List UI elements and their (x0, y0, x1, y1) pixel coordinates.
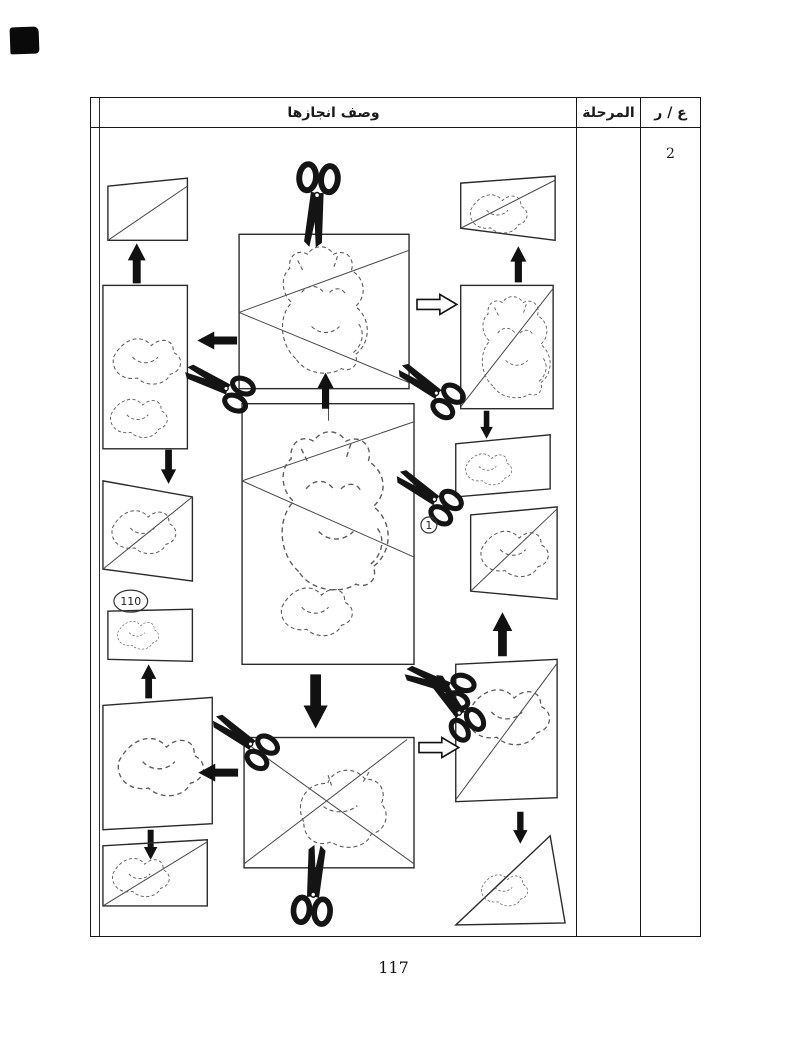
badge-110-label: 110 (120, 595, 141, 608)
animal-sketch (281, 431, 389, 591)
arrow-right-outline-icon (418, 736, 460, 759)
column-stage: المرحلة (577, 98, 641, 936)
table-inner-rule (99, 98, 101, 936)
bird-sketch (299, 769, 387, 848)
page-number: 117 (378, 958, 409, 977)
panel-center-middle (241, 402, 415, 666)
arrow-left-icon (198, 763, 239, 782)
sketch-detail (110, 398, 168, 438)
sketch-detail (480, 530, 549, 578)
panel-center-top (238, 233, 410, 390)
step-left-2 (102, 284, 189, 450)
sketch-detail (280, 587, 353, 637)
column-number: ع / ر 2 (641, 98, 700, 936)
arrow-down-icon (513, 811, 528, 844)
step-left-5 (102, 696, 213, 831)
header-number: ع / ر (641, 98, 700, 128)
arrow-up-icon (510, 246, 527, 283)
step-left-1 (107, 177, 189, 241)
badge-1-label: 1 (425, 519, 432, 532)
step-badge-1: 1 (420, 516, 438, 534)
step-right-5 (455, 658, 558, 803)
arrow-up-icon (127, 243, 146, 284)
scan-artifact-mark (9, 26, 40, 55)
sketch-detail (112, 338, 182, 385)
step-right-3 (455, 433, 551, 498)
arrow-down-icon (303, 674, 328, 729)
header-stage: المرحلة (577, 98, 640, 128)
sketch-detail (469, 194, 528, 234)
step-right-1 (460, 175, 556, 242)
sketch-detail (112, 858, 170, 898)
cutting-steps-diagram: 110 (102, 128, 566, 936)
column-description: وصف انجازها (91, 98, 577, 936)
sketch-detail (117, 621, 159, 650)
diagram-container: 110 (93, 128, 576, 936)
step-left-3 (102, 480, 194, 582)
animal-sketch (281, 246, 368, 374)
arrow-down-icon (160, 449, 177, 484)
step-left-6 (102, 839, 208, 907)
step-right-6 (453, 834, 566, 926)
step-right-2 (460, 284, 554, 410)
animal-sketch (481, 296, 551, 399)
panel-center-bottom (243, 736, 415, 869)
arrow-left-icon (197, 331, 238, 350)
header-description: وصف انجازها (91, 98, 576, 128)
scissors-icon (293, 844, 336, 925)
step-badge-110: 110 (113, 589, 149, 613)
scissors-icon (293, 164, 339, 249)
sketch-detail (117, 737, 205, 797)
arrow-up-icon (141, 664, 157, 699)
step-right-4 (469, 506, 558, 600)
scissors-icon (205, 705, 281, 772)
sketch-detail (465, 453, 513, 486)
sketch-detail (111, 510, 177, 555)
arrow-down-icon (143, 829, 158, 860)
row-number-value: 2 (666, 146, 675, 162)
arrow-up-icon (492, 612, 513, 657)
arrow-right-outline-icon (416, 293, 458, 316)
step-left-4 (107, 608, 194, 663)
arrow-down-icon (480, 410, 493, 439)
scissors-icon (179, 355, 256, 414)
worksheet-table: وصف انجازها (90, 97, 701, 937)
scissors-icon (391, 354, 467, 421)
